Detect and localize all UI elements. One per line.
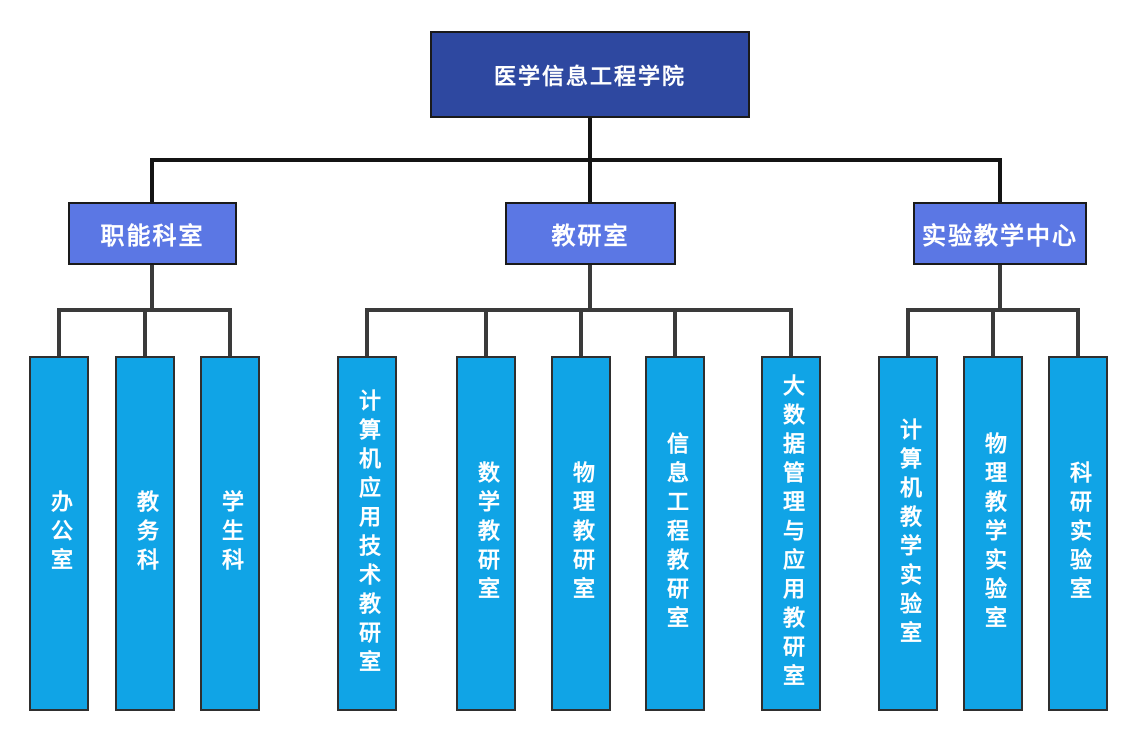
leaf-node: 办公室 <box>29 356 89 711</box>
connector-line <box>998 265 1002 312</box>
leaf-node: 学生科 <box>200 356 260 711</box>
leaf-node-label: 教务科 <box>133 490 158 577</box>
leaf-node-label: 信息工程教研室 <box>663 432 688 635</box>
leaf-node-label: 大数据管理与应用教研室 <box>779 374 804 693</box>
connector-line <box>588 265 592 312</box>
connector-line <box>143 308 147 356</box>
connector-line <box>150 265 154 312</box>
leaf-node-label: 办公室 <box>47 490 72 577</box>
leaf-node: 大数据管理与应用教研室 <box>761 356 821 711</box>
branch-node-functional-offices: 职能科室 <box>68 202 237 265</box>
branch-node-label: 实验教学中心 <box>922 222 1078 250</box>
connector-line <box>1076 308 1080 356</box>
connector-line <box>484 308 488 356</box>
branch-node-lab-teaching-center: 实验教学中心 <box>913 202 1087 265</box>
connector-line <box>991 308 995 356</box>
leaf-node-label: 计算机教学实验室 <box>896 417 921 650</box>
branch-node-teaching-research: 教研室 <box>505 202 676 265</box>
leaf-node: 教务科 <box>115 356 175 711</box>
leaf-node-label: 学生科 <box>218 490 243 577</box>
leaf-node: 计算机教学实验室 <box>878 356 938 711</box>
connector-line <box>579 308 583 356</box>
leaf-node: 物理教学实验室 <box>963 356 1023 711</box>
leaf-node-label: 数学教研室 <box>474 461 499 606</box>
leaf-node: 信息工程教研室 <box>645 356 705 711</box>
connector-top-rail <box>150 158 1002 162</box>
connector-line <box>673 308 677 356</box>
connector-branch3-drop <box>998 158 1002 202</box>
root-node: 医学信息工程学院 <box>430 31 750 118</box>
leaf-node: 科研实验室 <box>1048 356 1108 711</box>
connector-line <box>789 308 793 356</box>
leaf-node-label: 科研实验室 <box>1066 461 1091 606</box>
connector-branch1-drop <box>150 158 154 202</box>
leaf-node: 计算机应用技术教研室 <box>337 356 397 711</box>
root-node-label: 医学信息工程学院 <box>493 64 686 90</box>
branch-node-label: 教研室 <box>551 222 630 250</box>
connector-line <box>365 308 369 356</box>
connector-line <box>57 308 61 356</box>
leaf-node-label: 计算机应用技术教研室 <box>355 388 380 679</box>
connector-line <box>906 308 910 356</box>
connector-line <box>228 308 232 356</box>
branch-node-label: 职能科室 <box>100 222 205 250</box>
leaf-node-label: 物理教学实验室 <box>981 432 1006 635</box>
leaf-node-label: 物理教研室 <box>569 461 594 606</box>
leaf-node: 物理教研室 <box>551 356 611 711</box>
leaf-node: 数学教研室 <box>456 356 516 711</box>
